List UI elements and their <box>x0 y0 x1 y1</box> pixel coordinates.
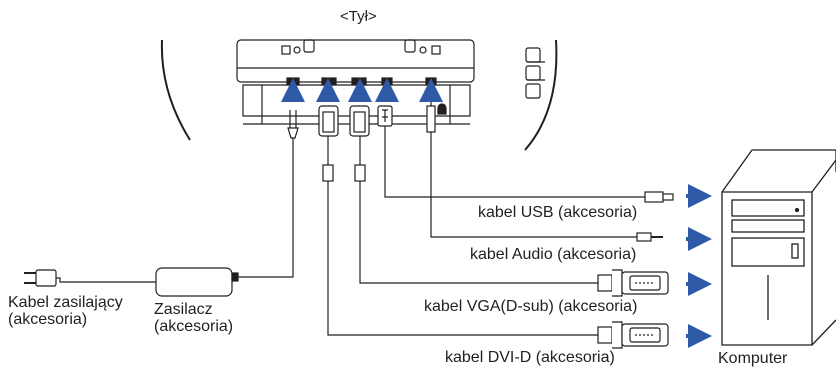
cable-lines <box>55 132 645 336</box>
audio-plug-icon <box>426 98 447 133</box>
vga-end-connector-icon <box>597 269 669 297</box>
power-cord-label: Kabel zasilający (akcesoria) <box>8 294 123 328</box>
usb-end-plug-icon <box>644 191 674 203</box>
dvi-cable-label: kabel DVI-D (akcesoria) <box>445 349 615 366</box>
dvi-plug-icon <box>318 105 339 145</box>
vga-cable-label: kabel VGA(D-sub) (akcesoria) <box>424 298 638 315</box>
computer-label: Komputer <box>718 350 788 367</box>
usb-plug-icon <box>377 105 393 145</box>
power-adapter-label: Zasilacz (akcesoria) <box>154 301 234 335</box>
computer-icon <box>721 149 836 346</box>
arrows <box>281 78 712 348</box>
dvi-end-connector-icon <box>597 321 669 349</box>
vga-plug-icon <box>349 105 370 145</box>
usb-cable-label: kabel USB (akcesoria) <box>478 204 638 221</box>
power-adapter-icon <box>155 267 239 297</box>
audio-end-plug-icon <box>636 232 663 242</box>
view-title: <Tył> <box>340 8 377 25</box>
dc-plug-icon <box>287 110 299 139</box>
audio-cable-label: kabel Audio (akcesoria) <box>470 246 637 263</box>
power-plug-icon <box>24 269 57 287</box>
